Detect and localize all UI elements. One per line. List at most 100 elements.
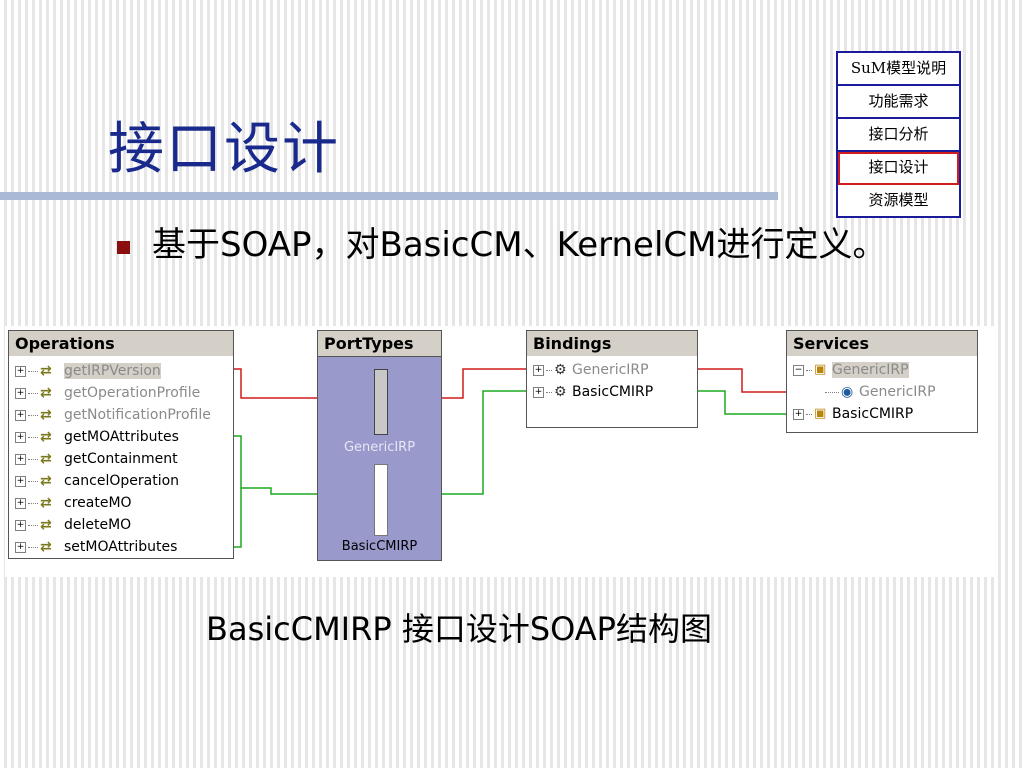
operation-item[interactable]: + ⇄ getIRPVersion [15, 360, 161, 382]
tree-line [28, 414, 38, 416]
operation-item[interactable]: + ⇄ setMOAttributes [15, 536, 177, 558]
operation-label: setMOAttributes [64, 539, 178, 555]
operations-box: Operations + ⇄ getIRPVersion + ⇄ getOperatio… [8, 330, 234, 559]
nav-item-sum-model[interactable]: SuM模型说明 [838, 53, 959, 86]
expand-icon[interactable]: + [15, 431, 26, 443]
wire-ops-generic [233, 368, 317, 399]
operation-item[interactable]: + ⇄ getOperationProfile [15, 382, 200, 404]
porttype-generic-bar[interactable] [374, 369, 388, 435]
porttypes-header: PortTypes [318, 331, 441, 356]
services-box: Services −▣GenericIRP ◉GenericIRP +▣Basi… [786, 330, 978, 433]
operation-arrows-icon: ⇄ [40, 517, 52, 533]
operations-header: Operations [9, 331, 233, 356]
porttype-basic-bar[interactable] [374, 464, 388, 536]
operation-item[interactable]: + ⇄ cancelOperation [15, 470, 179, 492]
connector-wires [233, 368, 786, 548]
tree-line [28, 480, 38, 482]
tree-line [28, 458, 38, 460]
bullet-square-icon [117, 241, 130, 254]
service-item[interactable]: + ▣ BasicCMIRP [793, 403, 913, 425]
porttype-generic-label: GenericIRP [343, 440, 416, 455]
tree-line [546, 391, 552, 393]
expand-icon[interactable]: + [15, 475, 26, 487]
wire-bind-svc-generic [697, 368, 786, 393]
slide-nav: SuM模型说明 功能需求 接口分析 接口设计 资源模型 [836, 51, 961, 218]
porttypes-box: PortTypes GenericIRP BasicCMIRP [317, 330, 442, 561]
operation-item[interactable]: + ⇄ createMO [15, 492, 132, 514]
binding-gear-icon: ⚙ [554, 362, 567, 378]
service-folder-icon: ▣ [814, 362, 827, 377]
operation-arrows-icon: ⇄ [40, 385, 52, 401]
binding-item[interactable]: + ⚙ GenericIRP [533, 359, 649, 381]
binding-label: BasicCMIRP [572, 384, 654, 400]
collapse-icon[interactable]: − [793, 364, 804, 376]
expand-icon[interactable]: + [15, 519, 26, 531]
bindings-header: Bindings [527, 331, 697, 356]
expand-icon[interactable]: + [15, 453, 26, 465]
tree-line [28, 392, 38, 394]
operation-item[interactable]: + ⇄ getContainment [15, 448, 178, 470]
operation-item[interactable]: + ⇄ deleteMO [15, 514, 131, 536]
operation-arrows-icon: ⇄ [40, 495, 52, 511]
nav-item-interface-design[interactable]: 接口设计 [838, 152, 959, 185]
diagram-caption: BasicCMIRP 接口设计SOAP结构图 [206, 610, 712, 648]
operation-label: cancelOperation [64, 473, 180, 489]
operation-label: getMOAttributes [64, 429, 179, 445]
expand-icon[interactable]: + [15, 497, 26, 509]
globe-icon: ◉ [841, 384, 854, 400]
soap-diagram: Operations + ⇄ getIRPVersion + ⇄ getOperatio… [5, 326, 996, 577]
wire-bind-svc-basic [697, 390, 786, 415]
bindings-box: Bindings + ⚙ GenericIRP + ⚙ BasicCMIRP [526, 330, 698, 428]
service-folder-icon: ▣ [814, 406, 827, 421]
operation-arrows-icon: ⇄ [40, 407, 52, 423]
expand-icon[interactable]: + [533, 386, 544, 398]
slide-title: 接口设计 [108, 117, 340, 182]
operation-label: getNotificationProfile [64, 407, 211, 423]
binding-label: GenericIRP [572, 362, 649, 378]
wire-port-bind-basic [440, 390, 526, 495]
operation-label: createMO [64, 495, 132, 511]
tree-line [28, 502, 38, 504]
operation-arrows-icon: ⇄ [40, 429, 52, 445]
service-port-label: GenericIRP [859, 384, 936, 400]
expand-icon[interactable]: + [15, 365, 26, 377]
expand-icon[interactable]: + [15, 541, 26, 553]
tree-line [806, 413, 812, 415]
service-port-item[interactable]: ◉ GenericIRP [825, 381, 936, 403]
service-item[interactable]: −▣ GenericIRP [793, 359, 909, 381]
operation-arrows-icon: ⇄ [40, 473, 52, 489]
operation-arrows-icon: ⇄ [40, 451, 52, 467]
expand-icon[interactable]: + [15, 409, 26, 421]
tree-line [28, 546, 38, 548]
nav-item-interface-analysis[interactable]: 接口分析 [838, 119, 959, 152]
expand-icon[interactable]: + [15, 387, 26, 399]
expand-icon[interactable]: + [793, 408, 804, 420]
tree-line [28, 436, 38, 438]
tree-line [825, 391, 839, 393]
operation-label: deleteMO [64, 517, 132, 533]
tree-line [546, 369, 552, 371]
porttype-basic-label: BasicCMIRP [341, 539, 418, 554]
bullet-text: 基于SOAP，对BasicCM、KernelCM进行定义。 [152, 225, 887, 265]
operation-arrows-icon: ⇄ [40, 539, 52, 555]
services-header: Services [787, 331, 977, 356]
service-label: BasicCMIRP [832, 406, 914, 422]
operation-label: getIRPVersion [64, 363, 161, 379]
binding-item[interactable]: + ⚙ BasicCMIRP [533, 381, 653, 403]
binding-gear-icon: ⚙ [554, 384, 567, 400]
operation-item[interactable]: + ⇄ getNotificationProfile [15, 404, 211, 426]
nav-item-requirements[interactable]: 功能需求 [838, 86, 959, 119]
wire-ops-basic-link [241, 487, 317, 495]
tree-line [806, 369, 812, 371]
service-label: GenericIRP [832, 362, 909, 378]
wire-port-bind-generic [440, 368, 526, 399]
expand-icon[interactable]: + [533, 364, 544, 376]
operation-item[interactable]: + ⇄ getMOAttributes [15, 426, 179, 448]
title-divider [0, 192, 778, 200]
wire-ops-basic [233, 435, 242, 548]
operation-arrows-icon: ⇄ [40, 363, 52, 379]
nav-item-resource-model[interactable]: 资源模型 [868, 191, 929, 209]
tree-line [28, 524, 38, 526]
operation-label: getOperationProfile [64, 385, 201, 401]
operation-label: getContainment [64, 451, 178, 467]
